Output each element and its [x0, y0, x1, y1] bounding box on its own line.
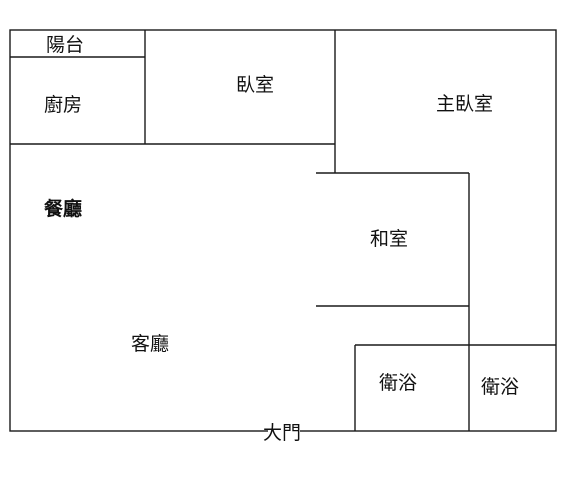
label-master-bedroom: 主臥室: [436, 93, 493, 115]
label-bathroom-1: 衛浴: [379, 372, 417, 394]
outer-wall: [9, 29, 557, 432]
label-dining: 餐廳: [44, 197, 82, 220]
label-kitchen: 廚房: [44, 93, 82, 116]
label-bathroom-2: 衛浴: [481, 376, 519, 398]
label-balcony: 陽台: [46, 34, 84, 56]
label-entrance: 大門: [263, 422, 301, 444]
label-bedroom: 臥室: [236, 74, 274, 96]
label-living-room: 客廳: [131, 333, 169, 355]
walls: [9, 29, 557, 432]
room-labels: 陽台 廚房 臥室 主臥室 餐廳 和室 客廳 衛浴 衛浴 大門: [44, 34, 519, 444]
label-japanese-room: 和室: [370, 228, 408, 250]
